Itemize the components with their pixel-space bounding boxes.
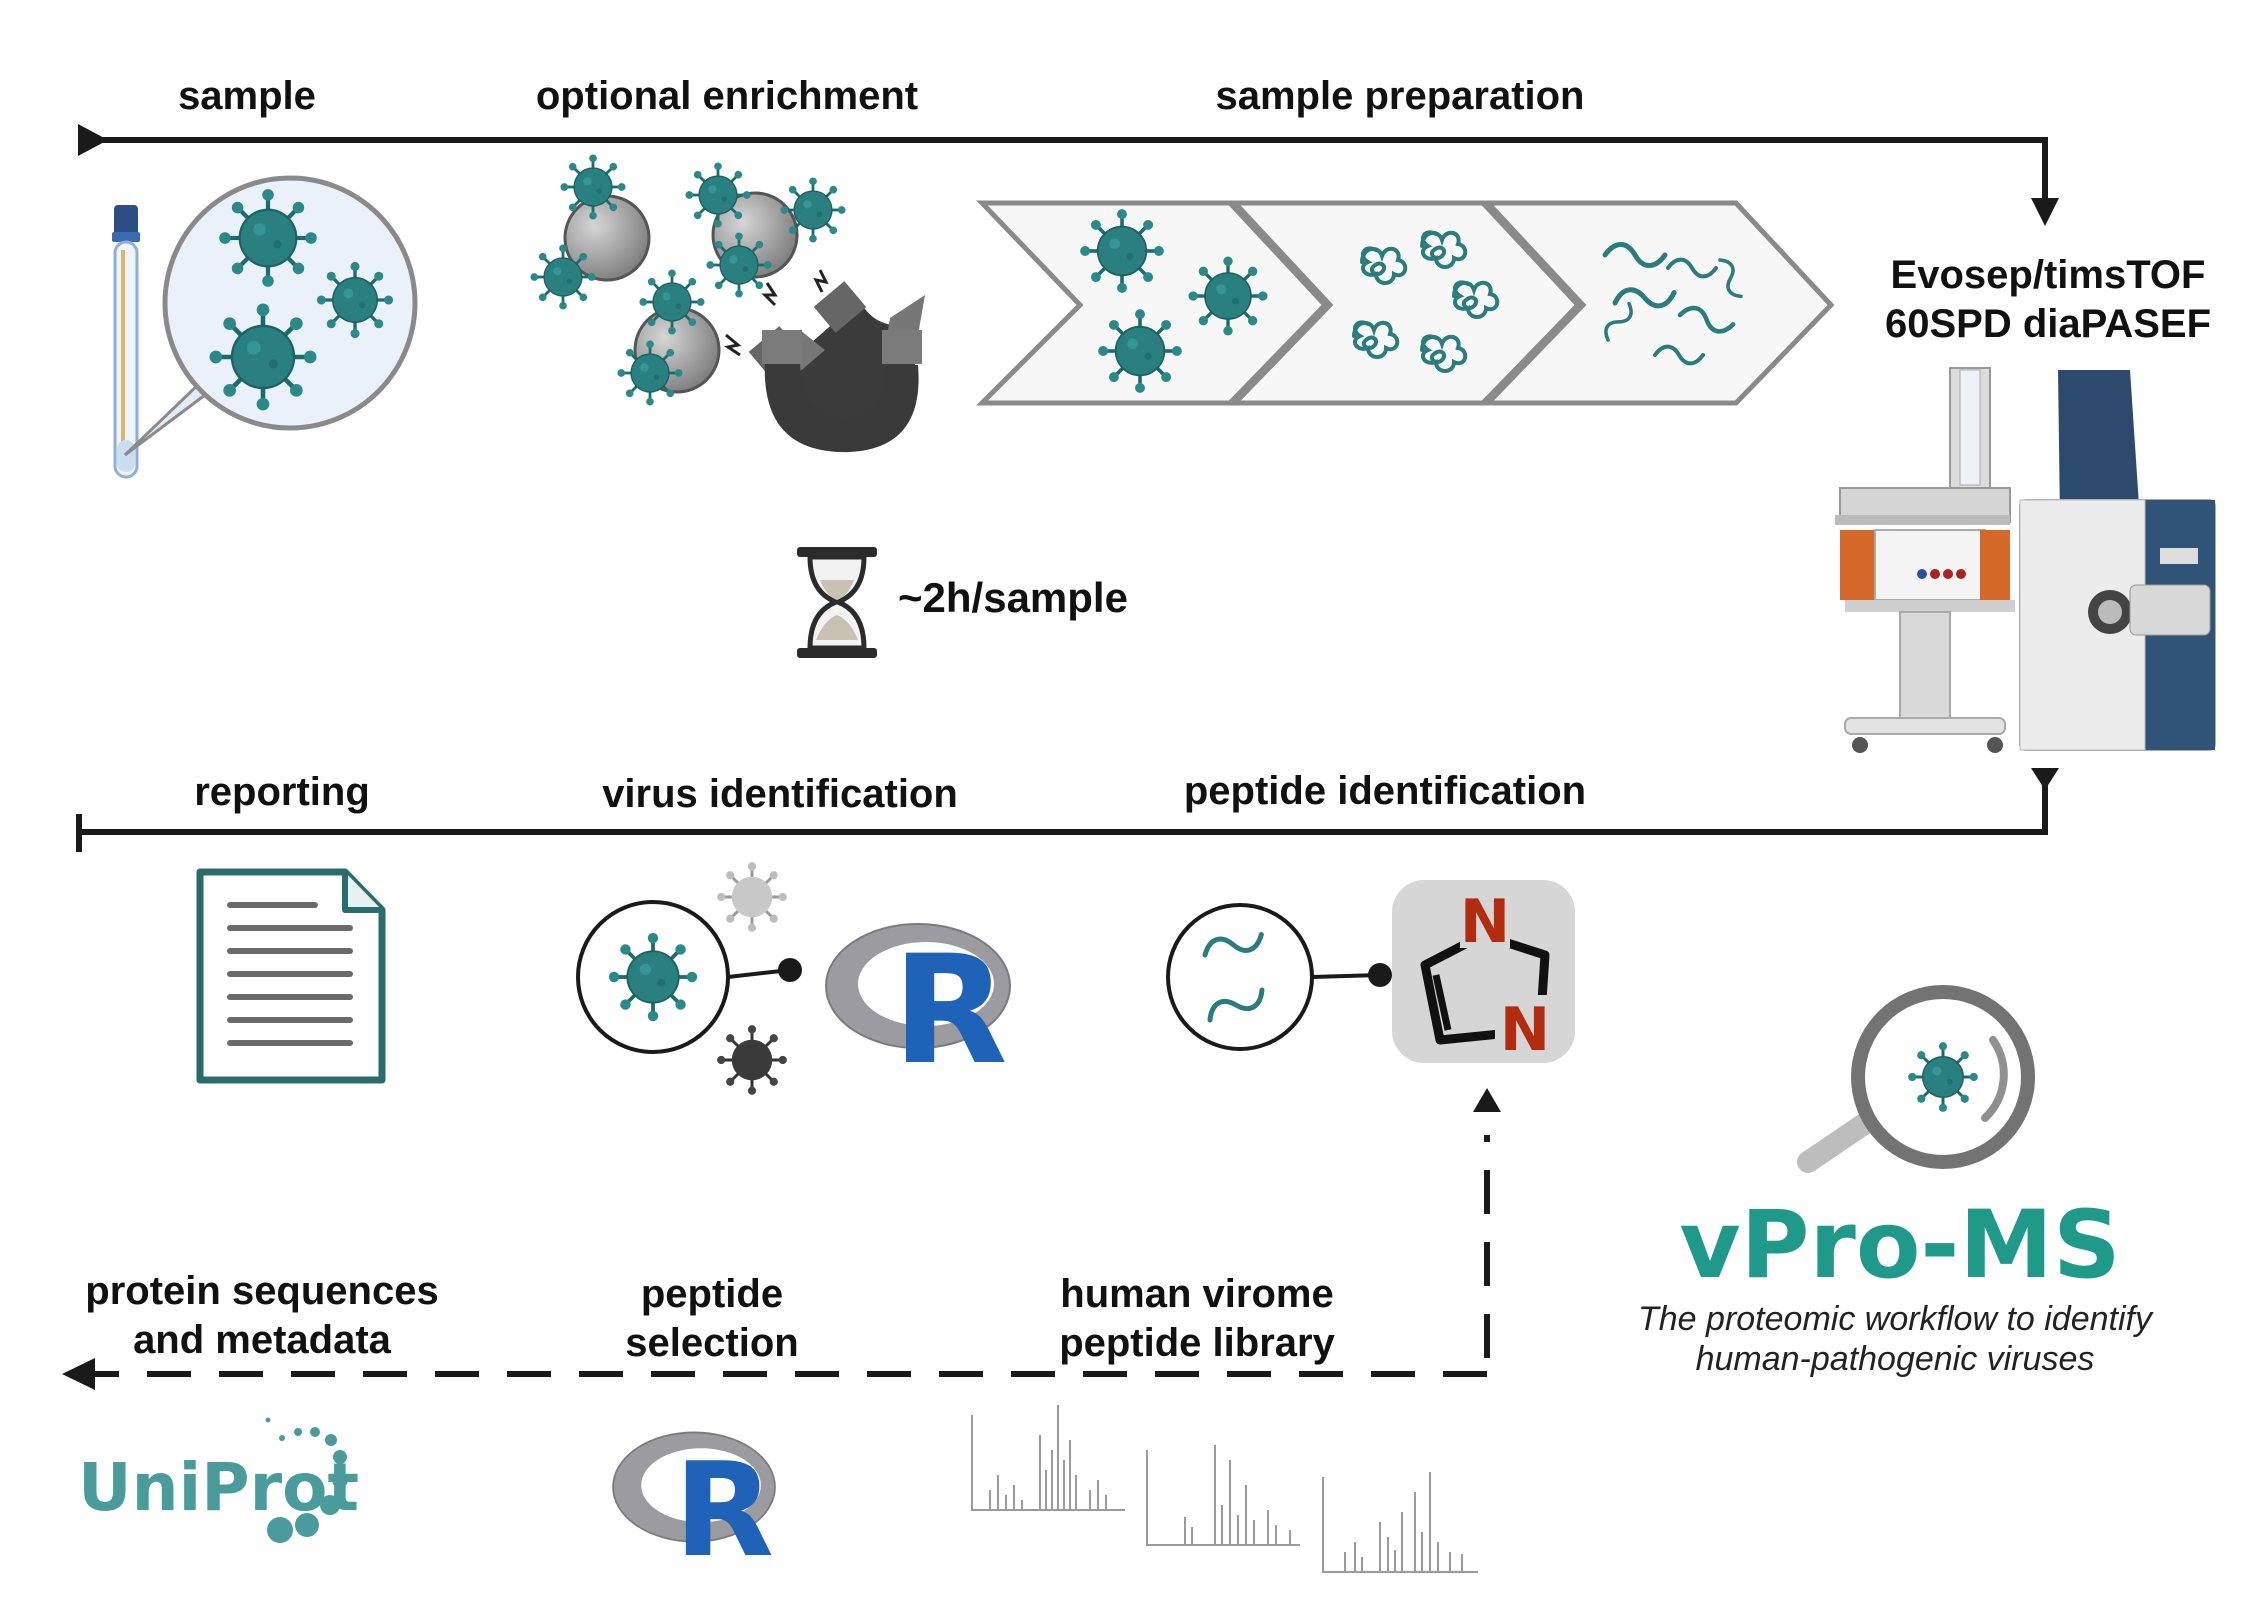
spectrum-chart-2 <box>1146 1445 1300 1546</box>
label-sample-preparation: sample preparation <box>1215 74 1584 118</box>
start-marker-icon <box>78 124 108 156</box>
time-per-sample: ~2h/sample <box>898 574 1128 621</box>
imidazole-app-icon: N N <box>1392 880 1575 1065</box>
r-letter: R <box>892 924 1008 1098</box>
label-protein-sequences-line1: protein sequences <box>85 1269 438 1313</box>
imidazole-n-top: N <box>1460 887 1510 957</box>
hourglass-icon <box>797 547 877 658</box>
up-arrow-icon <box>1473 1088 1501 1112</box>
label-instrument-line1: Evosep/timsTOF <box>1891 253 2206 297</box>
label-reporting: reporting <box>194 770 370 814</box>
uniprot-text: UniProt <box>78 1449 359 1526</box>
prep-chevrons <box>975 200 1835 406</box>
label-virome-library-line2: peptide library <box>1059 1321 1335 1365</box>
label-optional-enrichment: optional enrichment <box>536 74 918 118</box>
imidazole-n-bottom: N <box>1500 995 1550 1065</box>
bottom-flow-arrow <box>62 1088 1501 1390</box>
label-protein-sequences-line2: and metadata <box>133 1318 392 1362</box>
label-instrument-line2: 60SPD diaPASEF <box>1885 302 2211 346</box>
label-virus-identification: virus identification <box>602 772 958 816</box>
down-arrow-icon <box>2031 198 2059 226</box>
spectrum-chart-3 <box>1322 1472 1478 1573</box>
magnet-icon <box>724 269 925 453</box>
label-peptide-selection-line2: selection <box>625 1321 798 1365</box>
sample-magnifier <box>123 175 418 457</box>
mass-spectrometer-icon <box>1835 367 2216 753</box>
brand-tagline-line1: The proteomic workflow to identify <box>1638 1300 2154 1338</box>
uniprot-logo: UniProt <box>78 1417 359 1543</box>
report-document-icon <box>196 868 386 1084</box>
label-peptide-identification: peptide identification <box>1184 769 1586 813</box>
spectrum-chart-1 <box>971 1405 1125 1511</box>
r-letter-bottom: R <box>674 1434 774 1586</box>
brand-tagline-line2: human-pathogenic viruses <box>1696 1340 2095 1378</box>
sample-tube-icon <box>112 205 140 479</box>
middle-flow-arrow <box>76 770 2048 852</box>
top-flow-arrow <box>78 124 2059 226</box>
left-arrow-icon <box>62 1358 95 1390</box>
label-peptide-selection-line1: peptide <box>641 1272 783 1316</box>
search-virus-icon <box>1797 985 2035 1173</box>
virus-identification-icon <box>576 860 802 1097</box>
label-virome-library-line1: human virome <box>1060 1272 1333 1316</box>
r-logo: R <box>825 923 1011 1098</box>
peptide-identification-icon <box>1166 903 1392 1051</box>
brand-name: vPro-MS <box>1679 1191 2120 1300</box>
r-logo-bottom: R <box>612 1431 776 1586</box>
label-sample: sample <box>178 74 316 118</box>
